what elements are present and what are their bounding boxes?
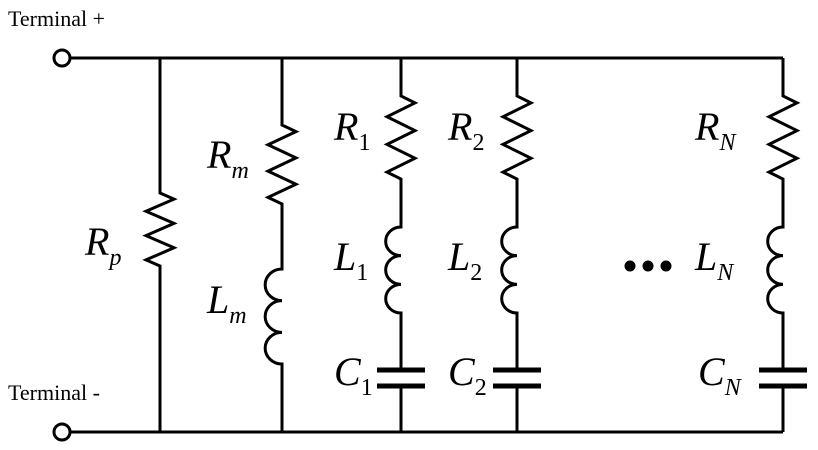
resistor-2 bbox=[499, 92, 535, 183]
label-r-N: RN bbox=[694, 104, 737, 156]
terminal-positive-node bbox=[52, 48, 72, 68]
resistor-p bbox=[142, 189, 178, 270]
inductor-1 bbox=[384, 221, 403, 319]
label-r-p: Rp bbox=[84, 219, 121, 271]
resistor-1 bbox=[383, 92, 419, 183]
label-l-1: L1 bbox=[333, 234, 368, 286]
ellipsis-dot bbox=[624, 260, 636, 272]
ellipsis-dots bbox=[624, 260, 672, 272]
resistor-N bbox=[765, 92, 801, 183]
terminal-negative-label: Terminal - bbox=[8, 380, 100, 405]
capacitor-N bbox=[759, 367, 807, 389]
label-c-N: CN bbox=[698, 349, 743, 401]
ellipsis-dot bbox=[642, 260, 654, 272]
capacitor-2 bbox=[493, 367, 541, 389]
inductor-N bbox=[766, 221, 785, 319]
inductor-2 bbox=[500, 221, 519, 319]
inductor-m bbox=[263, 263, 284, 370]
terminal-positive-label: Terminal + bbox=[8, 6, 105, 31]
label-l-m: Lm bbox=[206, 277, 247, 329]
label-c-1: C1 bbox=[334, 349, 373, 401]
label-r-2: R2 bbox=[447, 104, 484, 156]
label-c-2: C2 bbox=[448, 349, 487, 401]
terminal-negative-node bbox=[52, 422, 72, 442]
capacitor-1 bbox=[377, 367, 425, 389]
components bbox=[52, 48, 807, 442]
label-r-1: R1 bbox=[333, 104, 370, 156]
wires bbox=[70, 56, 785, 434]
label-l-N: LN bbox=[694, 234, 735, 286]
ellipsis-dot bbox=[660, 260, 672, 272]
resistor-m bbox=[264, 121, 300, 208]
label-r-m: Rm bbox=[206, 132, 249, 184]
label-l-2: L2 bbox=[447, 234, 482, 286]
